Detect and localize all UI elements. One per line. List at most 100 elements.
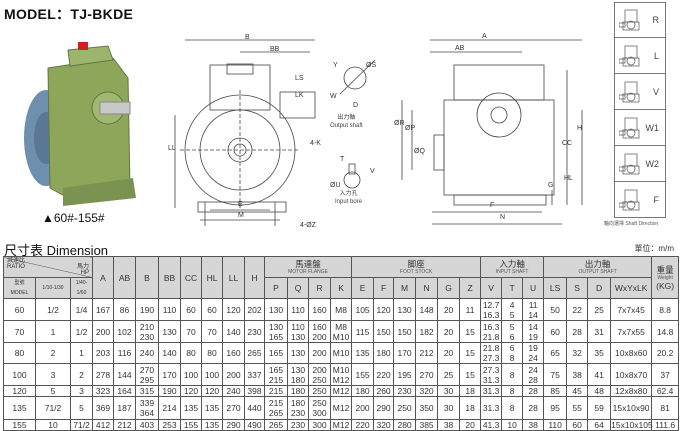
col-header-d: D (587, 277, 612, 299)
table-cell: 110 130 (287, 320, 310, 343)
table-cell: 100 (180, 363, 203, 386)
page-title: MODEL：TJ-BKDE (4, 6, 134, 22)
table-cell: 75 (543, 363, 568, 386)
table-cell: 8 (501, 396, 524, 420)
col-header-g-text: G (445, 283, 452, 293)
col-header-ratio-1: 1/10-1/30 (35, 277, 71, 299)
shaft-direction-option-w1: W1 (614, 110, 666, 146)
table-cell: 5 (69, 396, 94, 420)
table-cell: 150 (393, 320, 417, 343)
table-cell: 140 (222, 320, 246, 343)
table-cell: 27.3 31.3 (480, 363, 503, 386)
table-cell: 111.6 (651, 419, 680, 431)
table-cell: 70 (3, 320, 36, 343)
table-cell: 200 (222, 363, 246, 386)
dim-label-cc: CC (562, 140, 573, 147)
table-cell: 15 (459, 342, 482, 364)
table-cell: 200 (351, 396, 375, 420)
gearbox-icon (619, 117, 640, 138)
model-range-caption: ▲60#-155# (42, 211, 105, 225)
table-cell: 81 (651, 396, 680, 420)
table-cell: 200 (308, 342, 332, 364)
table-cell: M8 M10 (330, 320, 353, 343)
shaft-direction-label: R (652, 15, 660, 25)
table-cell: 15 (459, 363, 482, 386)
table-cell: 195 (393, 363, 417, 386)
dim-label-a: A (482, 33, 487, 40)
table-cell: 55 (566, 396, 589, 420)
dim-label-n: N (500, 214, 506, 221)
col-header-k-text: K (338, 283, 344, 293)
table-cell: 60 (543, 320, 568, 343)
col-header-a-text: A (100, 272, 106, 283)
col-header-wxyxlk-text: WxYxLK (614, 283, 648, 293)
table-cell: 180 (287, 385, 310, 397)
table-cell: 28 (566, 320, 589, 343)
dim-label-t: T (340, 156, 345, 163)
table-cell: 165 215 (264, 363, 289, 386)
table-cell: 1/2 (35, 298, 71, 321)
table-cell: 18 (459, 396, 482, 420)
table-cell: 64 (587, 419, 612, 431)
table-cell: 144 (113, 363, 137, 386)
col-header-z-text: Z (467, 283, 473, 293)
table-cell: 110 (287, 298, 310, 321)
table-cell: 337 (244, 363, 266, 386)
table-cell: 25 (587, 298, 612, 321)
table-cell: 167 (92, 298, 115, 321)
table-cell: 15x10x105 (610, 419, 653, 431)
col-header-bb-text: BB (163, 272, 176, 283)
table-cell: 31.3 (480, 396, 503, 420)
col-header-b-text: B (144, 272, 150, 283)
table-cell: 155 (3, 419, 36, 431)
table-cell: 59 (587, 396, 612, 420)
table-cell: 15 (459, 320, 482, 343)
table-cell: 212 (415, 342, 439, 364)
table-cell: 130 (158, 320, 182, 343)
col-header-cc-text: CC (184, 272, 198, 283)
table-cell: M10 M12 (330, 363, 353, 386)
table-cell: 180 (351, 385, 375, 397)
dim-label-d: D (353, 102, 359, 109)
col-header-a: A (92, 256, 115, 299)
table-cell: 60 (180, 298, 203, 321)
table-cell: 130 180 (287, 363, 310, 386)
dim-label-u: ØU (330, 182, 341, 189)
table-cell: 100 (201, 363, 224, 386)
table-cell: 160 (222, 342, 246, 364)
table-cell: M12 (330, 419, 353, 431)
col-header-ll: LL (222, 256, 246, 299)
table-cell: 230 (393, 385, 417, 397)
col-header-d-text: D (596, 283, 603, 293)
dim-label-4k: 4-K (310, 140, 321, 147)
col-header-h: H (244, 256, 266, 299)
gearbox-icon (619, 9, 640, 31)
col-header-q: Q (287, 277, 310, 299)
table-cell: 160 200 (308, 320, 332, 343)
gearbox-icon (619, 189, 640, 210)
table-cell: 165 (264, 342, 289, 364)
table-cell: 190 (135, 298, 160, 321)
dim-label-q: ØQ (414, 148, 425, 155)
table-cell: 60 (566, 419, 589, 431)
dim-label-ll: LL (168, 145, 176, 152)
table-cell: M8 (330, 298, 353, 321)
table-cell: 38 (566, 363, 589, 386)
col-header-h-text: H (251, 272, 258, 283)
side-view-drawing (401, 39, 583, 225)
group-en: FOOT STOCK (399, 269, 433, 275)
table-cell: 403 (135, 419, 160, 431)
dim-label-ab: AB (455, 45, 465, 52)
table-cell: 203 (92, 342, 115, 364)
col-header-f-text: F (380, 283, 387, 293)
table-cell: 28 (522, 385, 545, 397)
shaft-direction-option-l: L (614, 38, 666, 74)
